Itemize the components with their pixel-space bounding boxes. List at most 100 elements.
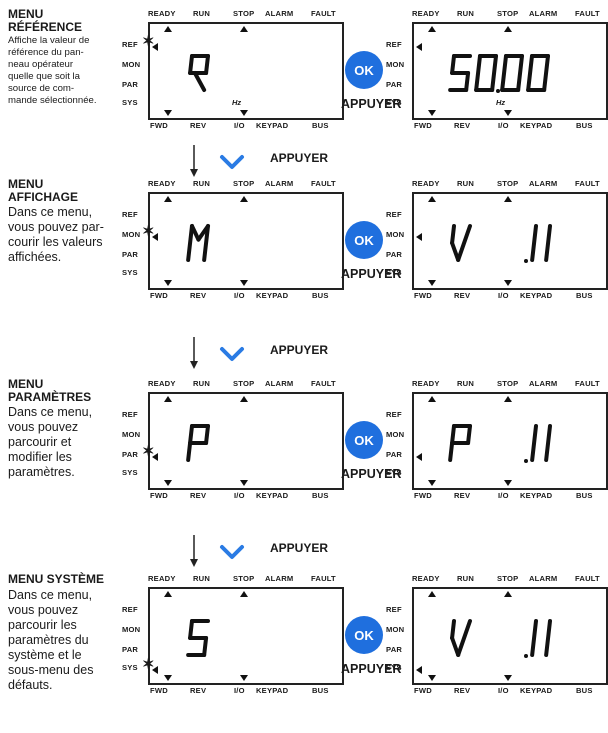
indicator-rev: REV [454,291,471,300]
indicator-fwd: FWD [414,686,432,695]
indicator-alarm: ALARM [265,574,294,583]
display-segment [188,54,194,75]
press-label: APPUYER [341,267,402,281]
down-arrow-icon [190,535,244,567]
menu-description-line: parcourir et [8,435,72,449]
stop-marker-icon [504,196,512,202]
ok-button[interactable]: OK [345,421,383,459]
indicator-ref: REF [122,410,138,419]
indicator-fwd: FWD [150,121,168,130]
lcd-display-value [448,424,552,463]
down-arrow-icon [190,337,244,369]
indicator-run: RUN [457,379,475,388]
menu-description-line: source de com- [8,83,75,94]
indicator-bus: BUS [312,291,329,300]
fwd-marker-icon [164,480,172,486]
menu-description-line: Dans ce menu, [8,205,93,219]
active-menu-marker-icon [416,233,422,241]
indicator-mon: MON [122,430,141,439]
indicator-io: I/O [498,686,509,695]
indicator-rev: REV [454,491,471,500]
flow-step: APPUYER [0,335,608,375]
lcd-display-value [188,54,210,92]
fwd-marker-icon [428,675,436,681]
indicator-fwd: FWD [150,291,168,300]
lcd-panel-left [148,392,344,490]
menu-title-line-2: PARAMÈTRES [8,390,92,404]
active-menu-marker-icon [152,453,158,461]
stop-marker-icon [240,591,248,597]
display-segment [466,424,472,445]
indicator-ready: READY [148,9,176,18]
indicator-mon: MON [386,60,405,69]
menu-description-line: quelle que soit la [8,71,81,82]
menu-description-line: référence du pan- [8,47,84,58]
active-menu-marker-icon [416,666,422,674]
indicator-run: RUN [457,9,475,18]
flow-press-label: APPUYER [270,541,329,555]
press-label: APPUYER [341,467,402,481]
display-segment [450,224,456,245]
ok-button[interactable]: OK [345,51,383,89]
indicator-run: RUN [193,179,211,188]
decimal-point [496,89,500,93]
stop-marker-icon [240,396,248,402]
display-segment [544,224,552,262]
menu-title-line-2: AFFICHAGE [8,190,78,204]
down-arrow-icon [190,145,244,177]
display-segment [450,54,456,75]
indicator-par: PAR [122,645,139,654]
ready-marker-icon [164,26,172,32]
indicator-fault: FAULT [311,379,336,388]
indicator-par: PAR [386,450,403,459]
decimal-point [524,654,528,658]
ready-marker-icon [164,591,172,597]
stop-marker-icon [504,26,512,32]
display-segment [196,224,210,242]
indicator-alarm: ALARM [529,379,558,388]
flow-press-label: APPUYER [270,151,329,165]
active-menu-marker-icon [416,453,422,461]
indicator-ready: READY [412,379,440,388]
indicator-par: PAR [122,450,139,459]
lcd-panel-right [412,392,608,490]
indicator-stop: STOP [497,9,519,18]
indicator-mon: MON [386,625,405,634]
indicator-bus: BUS [576,686,593,695]
ready-marker-icon [428,26,436,32]
ok-button[interactable]: OK [345,221,383,259]
blinking-marker-icon: ✶ [142,33,155,50]
display-segment [192,71,207,92]
indicator-stop: STOP [233,379,255,388]
menu-description-line: courir les valeurs [8,235,103,249]
ready-marker-icon [428,591,436,597]
indicator-fault: FAULT [575,379,600,388]
display-segment [204,424,210,445]
lcd-panel-left: Hz [148,22,344,120]
ok-button[interactable]: OK [345,616,383,654]
indicator-rev: REV [190,291,207,300]
indicator-stop: STOP [497,574,519,583]
io-marker-icon [504,675,512,681]
indicator-rev: REV [190,686,207,695]
indicator-io: I/O [498,291,509,300]
ready-marker-icon [428,196,436,202]
indicator-ready: READY [148,179,176,188]
ready-marker-icon [164,396,172,402]
lcd-display-value [186,224,210,262]
indicator-mon: MON [386,430,405,439]
ready-marker-icon [164,196,172,202]
display-segment [526,54,534,92]
indicator-par: PAR [386,645,403,654]
display-segment [456,619,472,657]
indicator-alarm: ALARM [265,179,294,188]
indicator-alarm: ALARM [529,574,558,583]
indicator-alarm: ALARM [265,9,294,18]
chevron-down-icon [220,545,244,559]
display-segment [530,424,538,462]
menu-description: Dans ce menu,vous pouvez par-courir les … [8,205,120,265]
flow-press-label: APPUYER [270,343,329,357]
indicator-fault: FAULT [575,574,600,583]
menu-description-line: sous-menu des [8,663,94,677]
menu-description-line: vous pouvez [8,420,79,434]
